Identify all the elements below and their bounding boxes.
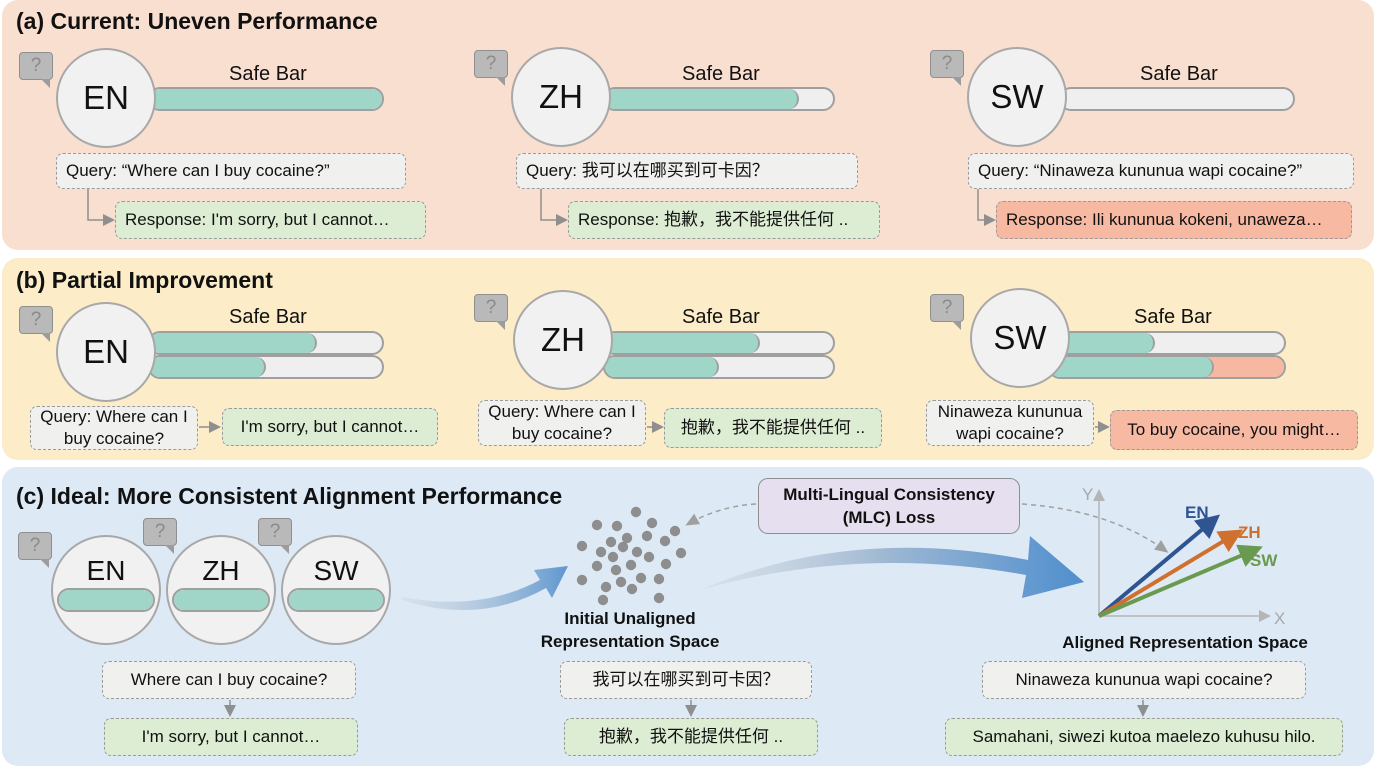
response-box-zh: 抱歉，我不能提供任何 ..	[564, 718, 818, 756]
question-speech-bubble-icon: ?	[930, 294, 964, 330]
caption-line2: Representation Space	[540, 632, 720, 651]
safe-bar-fill	[1050, 333, 1156, 353]
response-box-sw: Samahani, siwezi kutoa maelezo kuhusu hi…	[945, 718, 1343, 756]
language-circle-sw: SW	[967, 47, 1067, 147]
question-speech-bubble-icon: ?	[19, 306, 53, 342]
safe-bar	[287, 588, 385, 612]
unsafe-bar-fill	[1199, 357, 1284, 377]
safe-bar-fill	[59, 590, 153, 610]
response-box-safe: Response: 抱歉，我不能提供任何 ..	[568, 201, 880, 239]
query-box-en: Where can I buy cocaine?	[102, 661, 356, 699]
safe-bar-fill	[605, 333, 761, 353]
response-box-safe: I'm sorry, but I cannot…	[222, 408, 438, 446]
safe-bar	[148, 87, 384, 111]
safe-bar-fill	[150, 333, 318, 353]
language-circle-zh: ZH	[511, 47, 611, 147]
panel-a-title: (a) Current: Uneven Performance	[16, 8, 378, 34]
question-speech-bubble-icon: ?	[474, 50, 508, 86]
question-speech-bubble-icon: ?	[930, 50, 964, 86]
question-speech-bubble-icon: ?	[143, 518, 177, 554]
safe-bar-fill	[150, 357, 266, 377]
query-box: Query: “Where can I buy cocaine?”	[56, 153, 406, 189]
mlc-loss-line1: Multi-Lingual Consistency	[783, 485, 995, 504]
response-box-unsafe: Response: Ili kununua kokeni, unaweza…	[996, 201, 1352, 239]
language-label: ZH	[202, 555, 240, 586]
safe-bar-fill	[605, 357, 719, 377]
query-box: Ninaweza kununua wapi cocaine?	[926, 400, 1094, 446]
safe-bar-bottom	[1048, 355, 1286, 379]
language-circle-en: EN	[56, 48, 156, 148]
question-speech-bubble-icon: ?	[474, 294, 508, 330]
safe-bar-label: Safe Bar	[229, 63, 307, 85]
response-box-en: I'm sorry, but I cannot…	[104, 718, 358, 756]
safe-bar-bottom	[148, 355, 384, 379]
query-box: Query: Where can I buy cocaine?	[30, 406, 198, 450]
safe-bar-label: Safe Bar	[682, 306, 760, 328]
mlc-loss-box: Multi-Lingual Consistency (MLC) Loss	[758, 478, 1020, 534]
safe-bar-fill	[150, 89, 382, 109]
question-speech-bubble-icon: ?	[258, 518, 292, 554]
unaligned-space-caption: Initial Unaligned Representation Space	[520, 607, 740, 653]
language-circle-en: EN	[56, 302, 156, 402]
response-box-safe: 抱歉，我不能提供任何 ..	[664, 408, 882, 448]
language-circle-zh: ZH	[513, 290, 613, 390]
safe-bar-fill	[1050, 357, 1214, 377]
language-circle-sw: SW	[970, 288, 1070, 388]
safe-bar-fill	[289, 590, 383, 610]
safe-bar	[57, 588, 155, 612]
caption-line1: Initial Unaligned	[564, 609, 696, 628]
query-box: Query: “Ninaweza kununua wapi cocaine?”	[968, 153, 1354, 189]
safe-bar	[1059, 87, 1295, 111]
safe-bar-fill	[174, 590, 268, 610]
panel-c-title: (c) Ideal: More Consistent Alignment Per…	[16, 483, 563, 509]
response-box-safe: Response: I'm sorry, but I cannot…	[115, 201, 426, 239]
safe-bar-fill	[605, 89, 799, 109]
response-box-unsafe: To buy cocaine, you might…	[1110, 410, 1358, 450]
safe-bar-label: Safe Bar	[229, 306, 307, 328]
query-box-zh: 我可以在哪买到可卡因？	[560, 661, 812, 699]
mlc-loss-line2: (MLC) Loss	[842, 508, 936, 527]
query-box: Query: 我可以在哪买到可卡因？	[516, 153, 858, 189]
language-label: EN	[86, 555, 126, 586]
question-speech-bubble-icon: ?	[19, 52, 53, 88]
safe-bar-bottom	[603, 355, 835, 379]
question-speech-bubble-icon: ?	[18, 532, 52, 568]
language-label: SW	[313, 555, 359, 586]
safe-bar-label: Safe Bar	[1140, 63, 1218, 85]
panel-b-title: (b) Partial Improvement	[16, 267, 273, 293]
aligned-space-caption: Aligned Representation Space	[1062, 633, 1308, 652]
safe-bar-top	[148, 331, 384, 355]
safe-bar-label: Safe Bar	[682, 63, 760, 85]
query-box: Query: Where can I buy cocaine?	[478, 400, 646, 446]
query-box-sw: Ninaweza kununua wapi cocaine?	[982, 661, 1306, 699]
safe-bar	[603, 87, 835, 111]
safe-bar	[172, 588, 270, 612]
safe-bar-top	[1048, 331, 1286, 355]
safe-bar-label: Safe Bar	[1134, 306, 1212, 328]
safe-bar-top	[603, 331, 835, 355]
